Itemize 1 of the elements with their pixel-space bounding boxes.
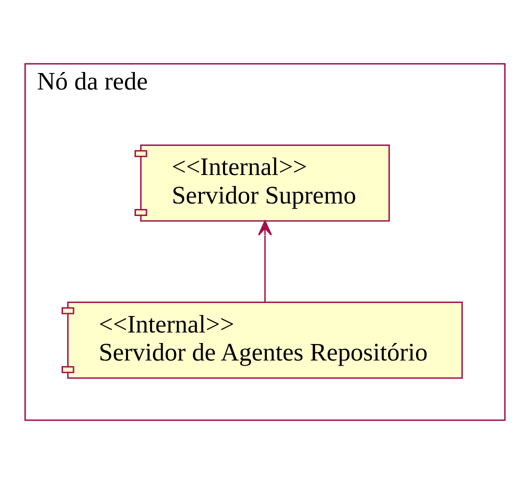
arrow: [258, 220, 272, 302]
